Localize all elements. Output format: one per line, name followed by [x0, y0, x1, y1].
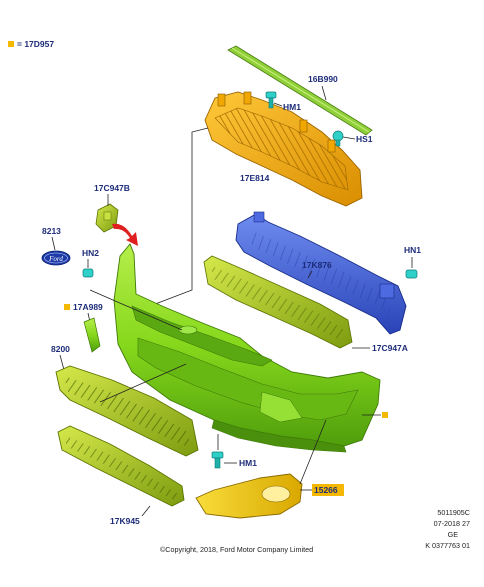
label-clip-hs1: HS1	[356, 134, 373, 144]
fog-bezel-part[interactable]	[195, 473, 303, 519]
screw-top-icon[interactable]	[265, 91, 277, 109]
leader-screw-top	[273, 102, 283, 107]
ref-line-1: 5011905C	[437, 508, 470, 517]
ford-emblem-icon[interactable]: Ford	[41, 250, 71, 266]
clip-hs1-icon[interactable]	[332, 130, 344, 147]
lower-absorber-part[interactable]	[203, 255, 353, 349]
leader-grille-bumper	[99, 363, 187, 403]
screw-bottom-icon[interactable]	[211, 451, 224, 469]
bumper-marker-icon	[382, 412, 388, 418]
fog-bezel-label-box	[312, 484, 344, 496]
label-reinforcement: 17K876	[302, 260, 332, 270]
copyright-text: ©Copyright, 2018, Ford Motor Company Lim…	[160, 545, 313, 554]
leader-absorber-bumper	[149, 127, 209, 307]
label-strip: 16B990	[308, 74, 338, 84]
ref-line-4: K 0377763 01	[425, 541, 470, 550]
bumper-cover-part[interactable]	[113, 243, 381, 453]
label-screw-top: HM1	[283, 102, 301, 112]
side-bracket-marker-icon	[64, 304, 70, 310]
lower-grille-part[interactable]	[57, 425, 185, 507]
reinforcement-part[interactable]	[235, 211, 407, 335]
leader-strip	[321, 85, 327, 101]
label-fog-bezel: 15266	[314, 485, 338, 495]
legend-text: = 17D957	[17, 39, 54, 49]
legend-swatch	[8, 41, 14, 47]
label-side-bracket: 17A989	[73, 302, 103, 312]
leader-grille-lower	[141, 505, 151, 517]
nut-hn2-icon[interactable]	[82, 268, 94, 278]
label-nut-hn1: HN1	[404, 245, 421, 255]
leader-emblem-slot	[89, 289, 183, 331]
emblem-text: Ford	[48, 255, 63, 263]
label-grille-lower: 17K945	[110, 516, 140, 526]
label-absorber-upper: 17E814	[240, 173, 270, 183]
leader-emblem	[51, 236, 56, 251]
label-lower-absorber: 17C947A	[372, 343, 408, 353]
leader-reinforcement	[307, 270, 313, 279]
direction-arrow-icon	[112, 223, 138, 246]
strip-part[interactable]	[227, 45, 373, 136]
leader-clip-hs1	[342, 136, 356, 140]
label-bracket-left: 17C947B	[94, 183, 130, 193]
legend: = 17D957	[8, 39, 54, 49]
ref-line-2: 07-2018 27	[434, 519, 470, 528]
label-grille-upper: 8200	[51, 344, 70, 354]
side-bracket-part[interactable]	[83, 317, 101, 353]
upper-absorber-part[interactable]	[204, 91, 363, 207]
leader-grille-upper	[59, 354, 65, 371]
label-emblem: 8213	[42, 226, 61, 236]
label-nut-hn2: HN2	[82, 248, 99, 258]
label-screw-bottom: HM1	[239, 458, 257, 468]
leader-fog-bezel	[299, 419, 327, 485]
ref-line-3: GE	[448, 530, 459, 539]
upper-grille-part[interactable]	[55, 365, 199, 457]
nut-hn1-icon[interactable]	[405, 269, 418, 279]
